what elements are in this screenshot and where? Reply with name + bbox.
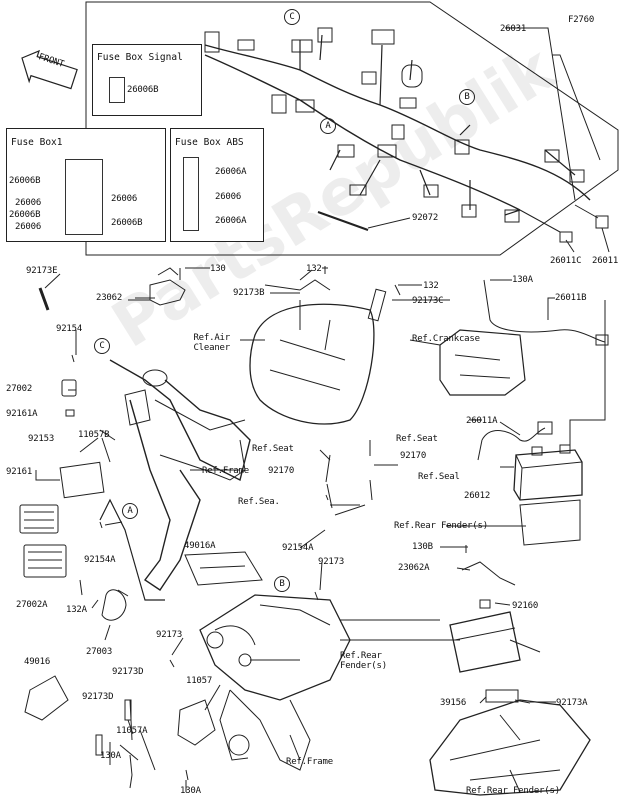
fuse-box-1-part-2: 26006	[111, 194, 138, 204]
label-26031: 26031	[500, 24, 527, 34]
label-92173e: 92173E	[26, 266, 58, 276]
callout-a-top: A	[320, 118, 336, 134]
label-130a-bottom: 130A	[180, 786, 201, 796]
callout-c-top: C	[284, 9, 300, 25]
label-ref-crankcase: Ref.Crankcase	[412, 334, 480, 344]
label-27002: 27002	[6, 384, 33, 394]
callout-b-mid: B	[274, 576, 290, 592]
label-11057b: 11057B	[78, 430, 110, 440]
fuse-box-signal-title: Fuse Box Signal	[97, 52, 183, 63]
label-11057a: 11057A	[116, 726, 148, 736]
label-ref-frame-2: Ref.Frame	[286, 757, 333, 767]
label-92160: 92160	[512, 601, 539, 611]
label-92072: 92072	[412, 213, 439, 223]
fuse-box-abs: Fuse Box ABS 26006A 26006 26006A	[170, 128, 264, 242]
fuse-box-abs-block	[183, 157, 199, 231]
label-92154: 92154	[56, 324, 83, 334]
label-92154a-right: 92154A	[282, 543, 314, 553]
label-49016: 49016	[24, 657, 51, 667]
label-92154a: 92154A	[84, 555, 116, 565]
fuse-box-signal: Fuse Box Signal 26006B	[92, 44, 202, 116]
fuse-box-abs-title: Fuse Box ABS	[175, 137, 244, 148]
fuse-box-1-part-5: 26006	[15, 222, 42, 232]
fuse-box-abs-part-1: 26006A	[215, 167, 247, 177]
label-ref-rear-fender-1: Ref.Rear Fender(s)	[394, 521, 488, 531]
label-130-top: 130	[210, 264, 226, 274]
fuse-box-1-part-1: 26006B	[9, 176, 41, 186]
label-92161a: 92161A	[6, 409, 38, 419]
label-49016a: 49016A	[184, 541, 216, 551]
label-132-mid: 132	[423, 281, 439, 291]
label-132-top: 132	[306, 264, 322, 274]
label-23062a: 23062A	[398, 563, 430, 573]
figure-code: F2760	[568, 15, 595, 25]
label-ref-frame-1: Ref.Frame	[202, 466, 249, 476]
label-26011c: 26011C	[550, 256, 582, 266]
label-130b: 130B	[412, 542, 433, 552]
fuse-box-abs-part-2: 26006	[215, 192, 242, 202]
fuse-box-1-title: Fuse Box1	[11, 137, 63, 148]
label-92173d-2: 92173D	[82, 692, 114, 702]
callout-a-mid: A	[122, 503, 138, 519]
label-92173-mid: 92173	[318, 557, 345, 567]
label-92173-low: 92173	[156, 630, 183, 640]
label-ref-seat-1: Ref.Seat	[252, 444, 294, 454]
fuse-box-signal-part: 26006B	[127, 85, 159, 95]
fuse-box-1-part-3: 26006	[15, 198, 42, 208]
callout-c-mid: C	[94, 338, 110, 354]
label-26012: 26012	[464, 491, 491, 501]
label-132a: 132A	[66, 605, 87, 615]
label-27003: 27003	[86, 647, 113, 657]
label-92173b: 92173B	[233, 288, 265, 298]
label-92173a: 92173A	[556, 698, 588, 708]
label-11057: 11057	[186, 676, 213, 686]
label-ref-seat-2: Ref.Seat	[396, 434, 438, 444]
label-ref-rear-fender-2: Ref.Rear Fender(s)	[340, 651, 387, 671]
label-ref-air-cleaner: Ref.Air Cleaner	[193, 333, 230, 353]
label-27002a: 27002A	[16, 600, 48, 610]
label-92170-left: 92170	[268, 466, 295, 476]
callout-b-top: B	[459, 89, 475, 105]
label-26011a: 26011A	[466, 416, 498, 426]
label-92173d-1: 92173D	[112, 667, 144, 677]
label-26011b: 26011B	[555, 293, 587, 303]
label-92170-right: 92170	[400, 451, 427, 461]
fuse-box-1-part-4: 26006B	[9, 210, 41, 220]
fuse-box-1: Fuse Box1 26006B 26006 26006 26006B 2600…	[6, 128, 166, 242]
label-ref-rear-fender-3: Ref.Rear Fender(s)	[466, 786, 560, 796]
harness-frame	[85, 1, 619, 256]
label-92161: 92161	[6, 467, 33, 477]
label-ref-seal: Ref.Seal	[418, 472, 460, 482]
label-ref-sea: Ref.Sea.	[238, 497, 280, 507]
label-26011: 26011	[592, 256, 619, 266]
fuse-box-1-block	[65, 159, 103, 235]
label-130a-low: 130A	[100, 751, 121, 761]
label-130a-top: 130A	[512, 275, 533, 285]
label-39156: 39156	[440, 698, 467, 708]
fuse-box-signal-fuse	[109, 77, 125, 103]
label-23062: 23062	[96, 293, 123, 303]
fuse-box-1-part-6: 26006B	[111, 218, 143, 228]
label-92173c: 92173C	[412, 296, 444, 306]
label-92153: 92153	[28, 434, 55, 444]
fuse-box-abs-part-3: 26006A	[215, 216, 247, 226]
